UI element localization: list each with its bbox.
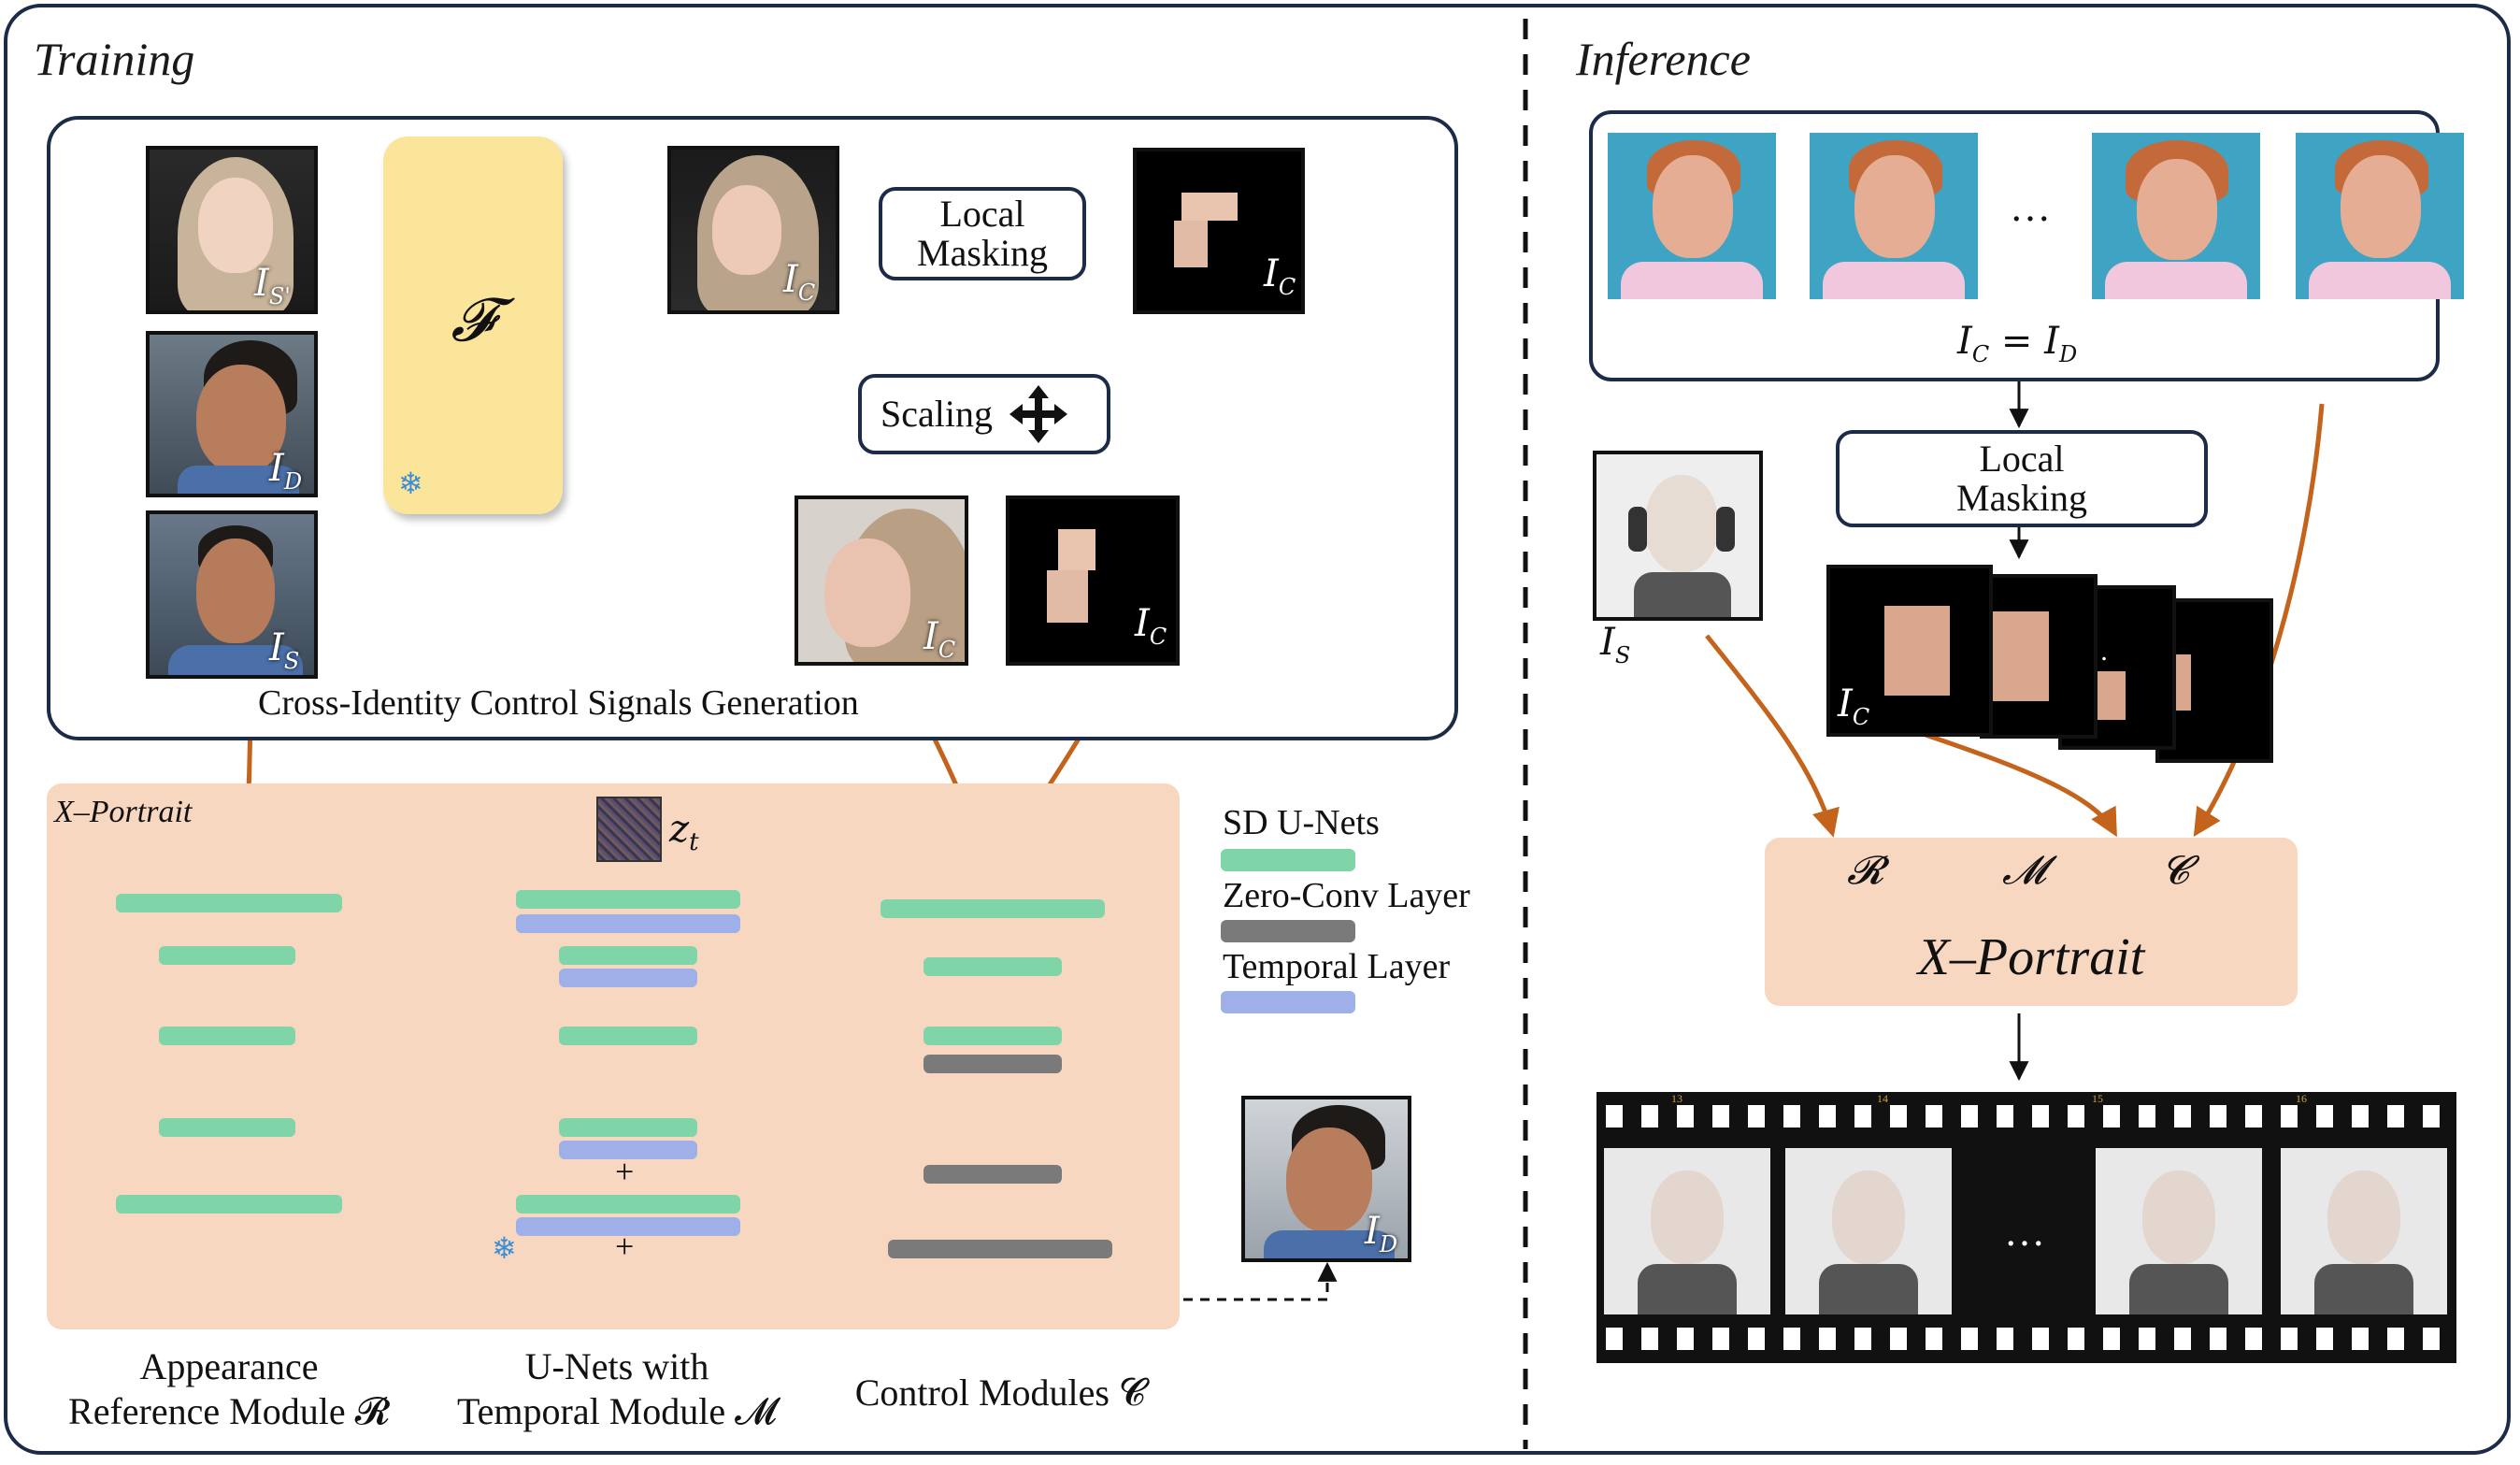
input-r: 𝓡 (1847, 847, 1884, 893)
label-ic: IC (783, 258, 816, 306)
m-temporal-layer (516, 914, 740, 933)
r-unet-layer (159, 946, 295, 965)
driving-frame (1810, 133, 1978, 299)
caption-unets: U-Nets with Temporal Module 𝓜 (457, 1345, 777, 1432)
output-frame (1604, 1148, 1770, 1314)
xportrait-module-label: X–Portrait (54, 795, 193, 829)
m-unet-layer (516, 890, 740, 909)
film-perforations-top (1606, 1105, 2447, 1127)
m-unet-layer (516, 1195, 740, 1214)
move-arrows-icon (1009, 385, 1067, 443)
label-icl-inference: IC (1838, 682, 1870, 730)
c-unet-layer (924, 1027, 1062, 1045)
r-unet-layer (116, 1195, 342, 1214)
driving-face: ID (146, 331, 318, 497)
masked-frame-icl: IC (1826, 565, 1993, 737)
r-unet-layer (159, 1027, 295, 1045)
source-face: IS (146, 510, 318, 679)
r-unet-layer (116, 894, 342, 912)
inference-title: Inference (1576, 33, 1751, 85)
label-is: IS (269, 626, 300, 674)
legend-swatch-blue (1221, 991, 1355, 1013)
legend-swatch-gray (1221, 920, 1355, 942)
plus-sign: + (615, 1228, 635, 1265)
legend-zero-conv: Zero-Conv Layer (1223, 876, 1470, 915)
xportrait-inference-box: 𝓡 𝓜 𝓒 X–Portrait (1765, 838, 2298, 1006)
source-prime-face: IS' (146, 146, 318, 314)
output-film-strip: … 13 14 15 16 (1596, 1092, 2456, 1363)
training-title: Training (34, 33, 195, 85)
figure-frame (4, 4, 2511, 1455)
output-frame (2281, 1148, 2447, 1314)
zt-label: zt (669, 808, 699, 856)
panel-caption: Cross-Identity Control Signals Generatio… (258, 683, 859, 723)
m-temporal-layer (516, 1217, 740, 1236)
frame-number: 16 (2296, 1092, 2307, 1105)
frames-ellipsis: … (2010, 184, 2051, 230)
m-temporal-layer (559, 1141, 697, 1159)
xportrait-title: X–Portrait (1917, 928, 2145, 986)
frame-number: 13 (1671, 1092, 1682, 1105)
c-unet-layer (881, 899, 1105, 918)
input-m: 𝓜 (2002, 847, 2047, 893)
m-unet-layer (559, 1118, 697, 1137)
label-id: ID (269, 447, 303, 495)
legend-sd-unets: SD U-Nets (1223, 803, 1380, 842)
m-temporal-layer (559, 969, 697, 987)
driving-frame (1608, 133, 1776, 299)
film-ellipsis: … (2004, 1209, 2045, 1255)
inference-local-masking-box: Local Masking (1836, 430, 2208, 527)
equation-ic-id: IC = ID (1957, 320, 2078, 367)
masked-face-icl: IC (1133, 148, 1305, 314)
m-unet-layer (559, 1027, 697, 1045)
driving-frame (2092, 133, 2260, 299)
label-ic-scaled: IC (924, 615, 956, 663)
legend-swatch-green (1221, 849, 1355, 871)
plus-sign: + (615, 1153, 635, 1190)
m-unet-layer (559, 946, 697, 965)
frozen-module-f: 𝓕 ❄ (383, 136, 563, 514)
c-zero-conv-layer (888, 1240, 1112, 1258)
driving-frame (2296, 133, 2464, 299)
film-perforations-bottom (1606, 1328, 2447, 1350)
noise-latent-zt (596, 797, 662, 862)
scaled-masked-icl: IC (1006, 496, 1180, 666)
snowflake-icon: ❄ (492, 1231, 517, 1265)
control-face-ic: IC (667, 146, 839, 314)
masked-frame-stack (1980, 574, 2098, 739)
output-frame (1785, 1148, 1952, 1314)
label-is-inference: IS (1600, 621, 1631, 668)
scaling-box: Scaling (858, 374, 1110, 454)
input-c: 𝓒 (2161, 847, 2189, 893)
caption-appearance: Appearance Reference Module 𝓡 (68, 1345, 390, 1432)
frame-number: 15 (2092, 1092, 2103, 1105)
output-frame (2096, 1148, 2262, 1314)
snowflake-icon: ❄ (398, 467, 423, 500)
legend-temporal: Temporal Layer (1223, 947, 1451, 986)
r-unet-layer (159, 1118, 295, 1137)
scaled-face-ic: IC (795, 496, 968, 666)
c-unet-layer (924, 957, 1062, 976)
local-masking-box: Local Masking (879, 187, 1086, 280)
label-id-target: ID (1365, 1210, 1398, 1257)
module-f-symbol: 𝓕 (451, 286, 495, 355)
c-zero-conv-layer (924, 1165, 1062, 1184)
source-robot-face (1593, 451, 1763, 621)
scaling-label: Scaling (881, 393, 993, 435)
label-is-prime: IS' (254, 262, 291, 309)
frame-number: 14 (1877, 1092, 1888, 1105)
driving-face-target: ID (1241, 1096, 1411, 1262)
c-zero-conv-layer (924, 1055, 1062, 1073)
label-icl-scaled: IC (1135, 602, 1167, 650)
label-icl-top: IC (1264, 252, 1296, 300)
caption-control: Control Modules 𝓒 (854, 1372, 1146, 1414)
